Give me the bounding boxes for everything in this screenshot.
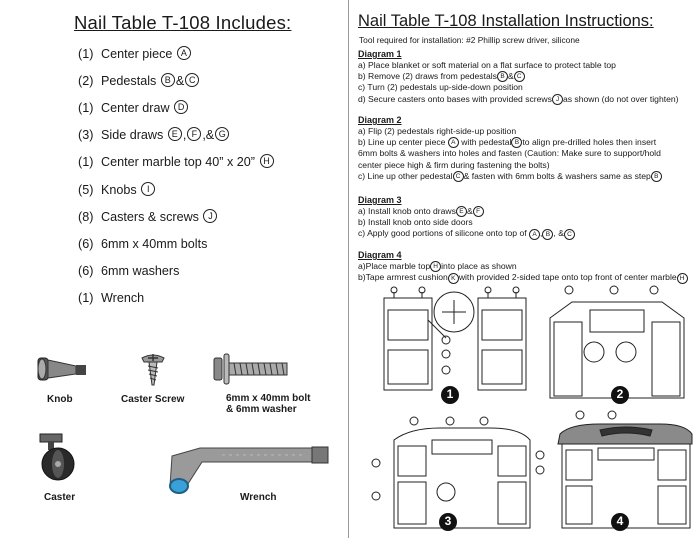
includes-item: (5) Knobs I [78, 176, 275, 203]
part-letter-mark: H [259, 154, 274, 169]
bolt-label-line2: & 6mm washer [226, 404, 297, 415]
diagram1-step-d: d) Secure casters onto bases with provid… [358, 93, 679, 105]
diagram-1 [383, 286, 527, 391]
caster-screw-illustration [138, 352, 168, 388]
diagram3-step-c: c) Apply good portions of silicone onto … [358, 228, 698, 240]
diagram1-steps: Diagram 1 a) Place blanket or soft mater… [358, 49, 698, 105]
includes-item-text: Side draws [101, 128, 164, 143]
includes-item-text: Center piece [101, 46, 173, 61]
includes-item-text: Wrench [101, 291, 145, 306]
diagram2-heading: Diagram 2 [358, 115, 402, 125]
includes-item-text: Casters & screws [101, 209, 199, 224]
includes-item-qty: (6) [78, 236, 94, 251]
includes-panel: Nail Table T-108 Includes: (1) Center pie… [0, 0, 348, 538]
wrench-illustration [162, 440, 332, 498]
diagram2-step-b-line2: 6mm bolts & washers into holes and faste… [358, 148, 661, 159]
bolt-illustration [212, 352, 292, 386]
instructions-title: Nail Table T-108 Installation Instructio… [358, 12, 654, 30]
includes-item-qty: (8) [78, 209, 94, 224]
includes-item-qty: (1) [78, 46, 94, 61]
caster-illustration [34, 432, 84, 484]
part-letter-mark: E [167, 127, 182, 142]
diagram-number-1-badge [441, 386, 459, 404]
diagram2-step-a: a) Flip (2) pedestals right-side-up posi… [358, 126, 517, 137]
caster-label: Caster [44, 492, 76, 503]
wrench-label: Wrench [240, 492, 277, 503]
bolt-label-line1: 6mm x 40mm bolt [226, 393, 311, 404]
includes-item: (1) Center draw D [78, 94, 275, 121]
diagram-3 [371, 416, 545, 529]
includes-title: Nail Table T-108 Includes: [74, 12, 292, 33]
includes-item: (1) Center marble top 40” x 20” H [78, 149, 275, 176]
part-letter-mark: J [203, 208, 218, 223]
includes-item-text: Knobs [101, 182, 137, 197]
includes-item: (2)Pedestals B&C [78, 67, 275, 94]
part-letter-mark: G [215, 127, 230, 142]
includes-item-text: Pedestals [101, 73, 157, 88]
includes-item-text: 6mm x 40mm bolts [101, 236, 208, 251]
includes-item-qty: (1) [78, 291, 94, 306]
diagram-2 [549, 285, 685, 399]
includes-item: (6) 6mm washers [78, 258, 275, 285]
knob-label: Knob [47, 394, 73, 405]
caster-screw-label: Caster Screw [121, 394, 185, 405]
includes-item-qty: (5) [78, 182, 94, 197]
diagram3-step-b: b) Install knob onto side doors [358, 217, 473, 228]
instructions-panel: Nail Table T-108 Installation Instructio… [350, 0, 700, 538]
includes-item-qty: (3) [78, 128, 94, 143]
includes-item-text: Center draw [101, 100, 170, 115]
diagram1-step-c: c) Turn (2) pedestals up-side-down posit… [358, 82, 523, 93]
part-letter-mark: I [141, 181, 156, 196]
part-letter-mark: B [160, 72, 175, 87]
diagram1-step-a: a) Place blanket or soft material on a f… [358, 60, 616, 71]
diagram-number-4: 4 [616, 514, 624, 528]
includes-item-qty: (1) [78, 155, 94, 170]
diagram3-heading: Diagram 3 [358, 195, 402, 205]
includes-item-qty: (1) [78, 100, 94, 115]
includes-item: (8) Casters & screws J [78, 203, 275, 230]
part-letter-mark: A [176, 45, 191, 60]
includes-item: (3)Side draws E,F,&G [78, 122, 275, 149]
diagram4-heading: Diagram 4 [358, 250, 402, 260]
includes-list: (1)Center piece A(2)Pedestals B&C(1)Cent… [78, 40, 275, 312]
includes-item-text: 6mm washers [101, 264, 180, 279]
tools-required: Tool required for installation: #2 Phill… [359, 35, 580, 45]
page-divider [348, 0, 349, 538]
includes-item: (1) Wrench [78, 285, 275, 312]
includes-item: (1) Center piece A [78, 40, 275, 67]
diagram-number-3: 3 [444, 514, 452, 528]
diagram2-step-b-line3: center piece high & firm during fastenin… [358, 159, 550, 170]
includes-item-qty: (6) [78, 264, 94, 279]
diagram-number-1: 1 [446, 387, 454, 401]
includes-item: (6) 6mm x 40mm bolts [78, 230, 275, 257]
includes-item-qty: (2) [78, 73, 94, 88]
part-letter-mark: D [174, 99, 189, 114]
assembly-diagrams [371, 285, 693, 531]
diagram-number-4-badge [611, 513, 629, 531]
diagram2-steps: Diagram 2 a) Flip (2) pedestals right-si… [358, 115, 698, 182]
knob-illustration [34, 350, 94, 390]
diagram-4 [557, 410, 693, 529]
diagram-number-3-badge [439, 513, 457, 531]
diagram-number-2: 2 [616, 387, 624, 401]
includes-item-text: Center marble top 40” x 20” [101, 155, 255, 170]
diagram-number-2-badge [611, 386, 629, 404]
part-letter-mark: F [187, 127, 202, 142]
diagram1-heading: Diagram 1 [358, 49, 402, 59]
part-letter-mark: C [185, 72, 200, 87]
